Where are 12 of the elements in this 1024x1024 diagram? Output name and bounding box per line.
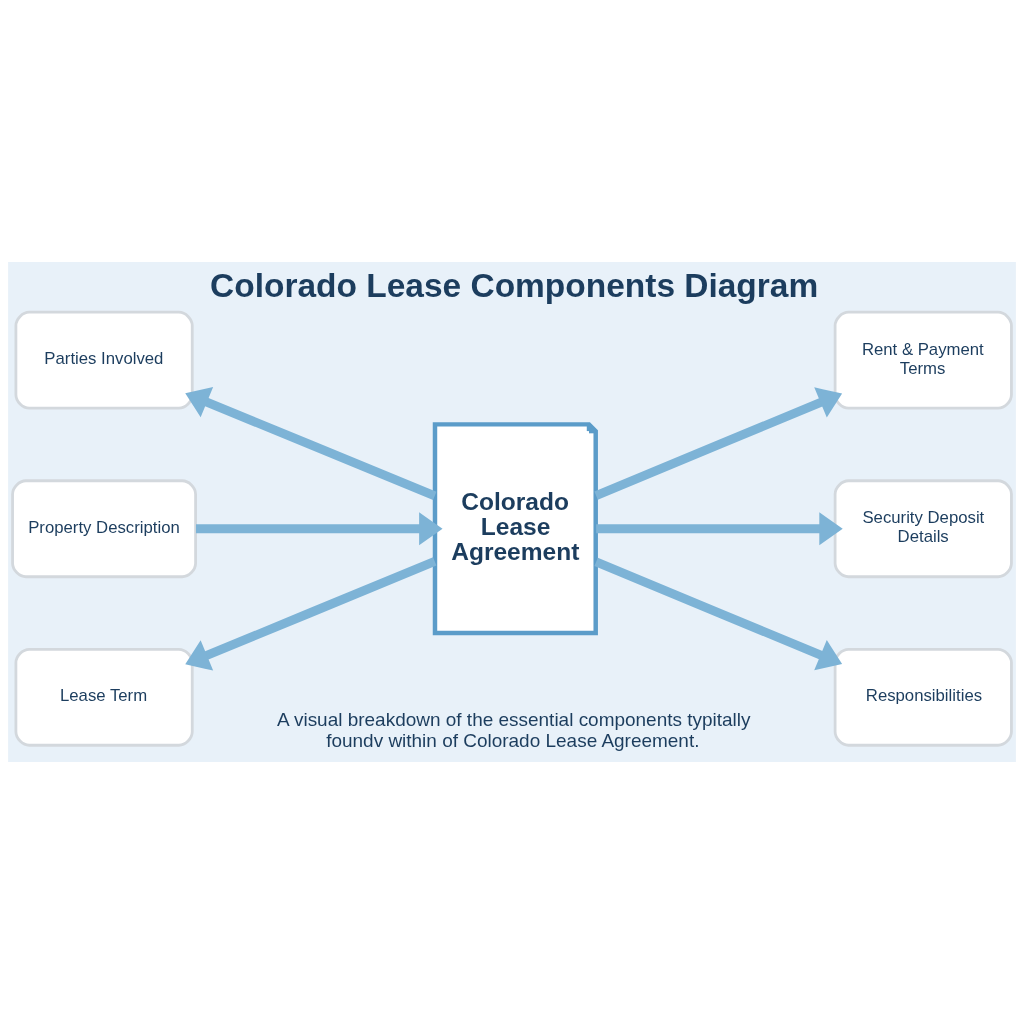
diagram-title: Colorado Lease Components Diagram: [210, 266, 819, 304]
node-box: Security Deposit Details: [833, 479, 1013, 579]
arrow: [594, 557, 843, 671]
node-box: Property Description: [11, 479, 197, 579]
arrow: [594, 387, 843, 500]
node-box: Parties Involved: [14, 310, 194, 410]
caption: A visual breakdown of the essential components typitally foundv within of Colorado Lease Agreement.: [277, 708, 751, 752]
node-box: Rent & Payment Terms: [833, 310, 1013, 410]
arrow: [596, 512, 843, 546]
node-box: Lease Term: [14, 647, 194, 747]
arrow: [195, 512, 443, 546]
node-box: Responsibilities: [833, 647, 1013, 747]
